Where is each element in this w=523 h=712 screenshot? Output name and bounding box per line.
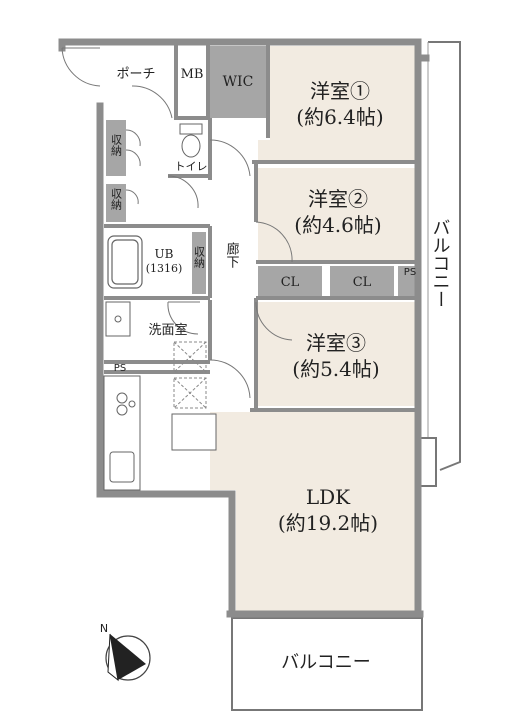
wic-box	[210, 46, 266, 118]
room3-floor	[258, 302, 416, 406]
porch-label: ポーチ	[116, 67, 155, 82]
south-balcony-label: バルコニー	[281, 652, 371, 673]
mb-label: MB	[181, 67, 204, 82]
storage-label-3: 収納	[193, 246, 206, 269]
room1-floor	[258, 46, 416, 160]
ub-label: UB	[155, 247, 174, 261]
wic-label: WIC	[223, 74, 254, 90]
room3-size: (約5.4帖)	[292, 357, 379, 381]
corridor-label: 廊下	[224, 241, 240, 268]
room2-size: (約4.6帖)	[294, 213, 381, 237]
room2-name: 洋室②	[308, 187, 368, 211]
ldk-size: (約19.2帖)	[278, 511, 378, 535]
ldk-floor	[210, 412, 416, 614]
wash-basin-fixture	[105, 301, 131, 337]
storage-box-2	[106, 184, 126, 222]
storage-box-3	[192, 232, 206, 294]
ps-label-2: PS	[114, 363, 126, 374]
closet-label-1: CL	[281, 275, 300, 290]
interior-walls	[104, 42, 418, 412]
compass	[105, 633, 151, 682]
walls	[58, 38, 430, 618]
ldk-name: LDK	[306, 485, 351, 509]
room1-name: 洋室①	[310, 79, 370, 103]
kitchen-counter	[103, 375, 217, 491]
east-balcony	[417, 41, 461, 487]
room1-size: (約6.4帖)	[296, 105, 383, 129]
ps-box	[398, 266, 416, 296]
storage-box-1	[106, 120, 126, 176]
east-balcony-label: バルコニー	[430, 218, 451, 308]
ps-label-1: PS	[404, 267, 416, 278]
toilet-label: トイレ	[175, 160, 208, 173]
door-swings	[61, 47, 293, 399]
closet-box-2	[330, 266, 394, 296]
bathtub-fixture	[107, 235, 143, 289]
closet-label-2: CL	[353, 275, 372, 290]
washroom-label: 洗面室	[148, 322, 187, 338]
room3-name: 洋室③	[306, 331, 366, 355]
toilet-fixture	[179, 123, 203, 158]
washer-space	[173, 341, 207, 409]
room2-floor	[258, 168, 416, 262]
south-balcony	[231, 617, 423, 711]
north-label: N	[100, 622, 108, 635]
storage-label-1: 収納	[110, 134, 123, 157]
closet-box-1	[258, 266, 322, 296]
ub-size-label: (1316)	[146, 262, 183, 275]
storage-label-2: 収納	[110, 188, 123, 211]
